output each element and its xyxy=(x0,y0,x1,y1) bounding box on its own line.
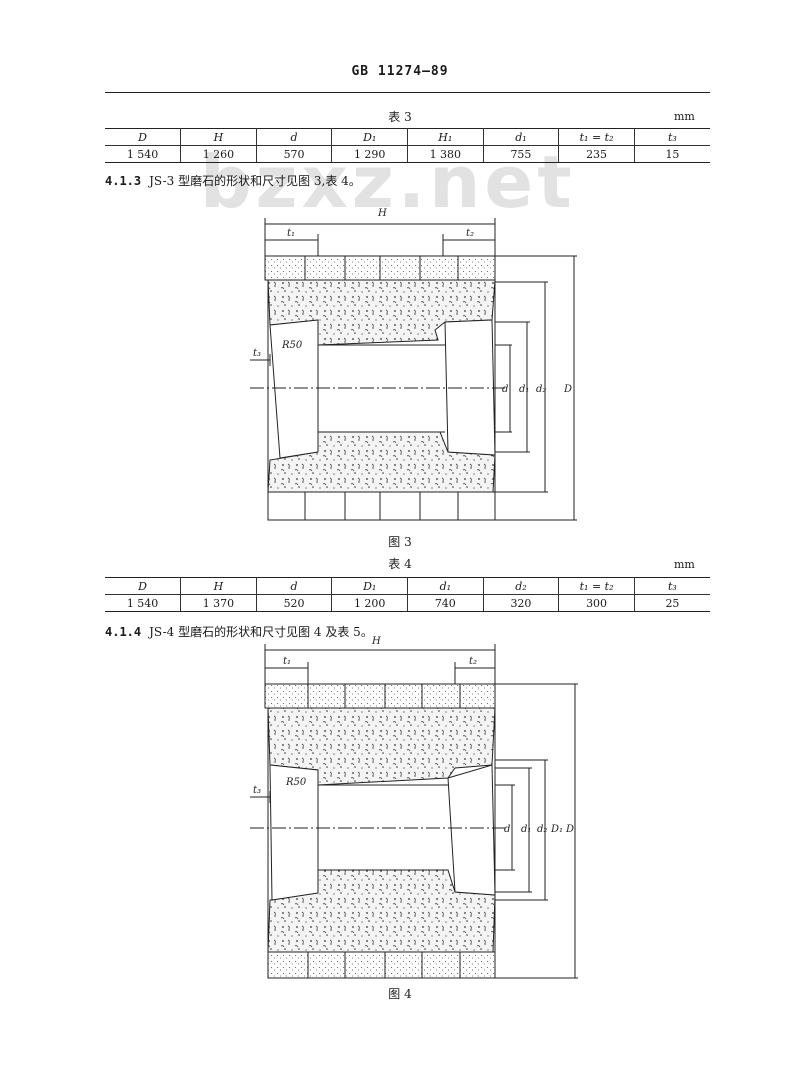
table4-header-cell: H xyxy=(180,577,257,595)
figure4-drawing xyxy=(250,644,578,979)
fig3-label-t3: t₃ xyxy=(253,348,261,359)
fig4-label-d1: d₁ xyxy=(521,824,531,835)
table3-header-cell: t₃ xyxy=(633,128,710,146)
table3: D H d D₁ H₁ d₁ t₁ = t₂ t₃ 1 540 1 260 57… xyxy=(105,128,710,163)
figure4-caption: 图 4 xyxy=(388,987,412,1001)
table4-caption: 表 4 xyxy=(388,557,412,571)
fig4-label-d: d xyxy=(504,824,510,835)
table3-value-cell: 1 260 xyxy=(180,145,257,163)
table3-value-row: 1 540 1 260 570 1 290 1 380 755 235 15 xyxy=(105,145,710,163)
clause-text: JS-3 型磨石的形状和尺寸见图 3,表 4。 xyxy=(149,174,361,188)
table3-header-cell: d xyxy=(255,128,333,146)
table4-value-cell: 25 xyxy=(633,594,710,612)
table3-value-cell: 755 xyxy=(482,145,560,163)
table3-value-cell: 15 xyxy=(633,145,710,163)
figure3-drawing xyxy=(250,218,577,521)
fig4-label-D: D xyxy=(565,824,574,835)
table3-value-cell: 1 540 xyxy=(105,145,182,163)
table4-value-cell: 1 370 xyxy=(180,594,257,612)
figure3-caption: 图 3 xyxy=(388,535,412,549)
clause-4-1-3: 4.1.3 JS-3 型磨石的形状和尺寸见图 3,表 4。 xyxy=(105,172,361,189)
clause-number: 4.1.3 xyxy=(105,174,142,188)
table3-value-cell: 570 xyxy=(255,145,333,163)
fig4-label-H: H xyxy=(371,636,381,647)
clause-text: JS-4 型磨石的形状和尺寸见图 4 及表 5。 xyxy=(149,625,373,639)
table4-value-row: 1 540 1 370 520 1 200 740 320 300 25 xyxy=(105,594,710,612)
table3-header-cell: H₁ xyxy=(407,128,484,146)
fig3-label-t1: t₁ xyxy=(287,228,295,239)
fig4-label-d2: d₂ xyxy=(537,824,547,835)
fig4-label-r50: R50 xyxy=(285,777,307,788)
table4-header-cell: d₁ xyxy=(407,577,484,595)
fig3-label-d2: d₂ xyxy=(536,384,546,395)
table3-header-cell: t₁ = t₂ xyxy=(558,128,635,146)
table3-header-cell: D₁ xyxy=(331,128,408,146)
fig4-label-D1: D₁ xyxy=(550,824,563,835)
table4-header-cell: d xyxy=(255,577,333,595)
fig4-label-t1: t₁ xyxy=(283,656,291,667)
table3-value-cell: 1 380 xyxy=(407,145,484,163)
fig3-label-d: d xyxy=(502,384,508,395)
fig4-label-t2: t₂ xyxy=(469,656,477,667)
table3-header-cell: H xyxy=(180,128,257,146)
clause-4-1-4: 4.1.4 JS-4 型磨石的形状和尺寸见图 4 及表 5。 xyxy=(105,623,373,640)
table4-value-cell: 1 200 xyxy=(331,594,408,612)
header-rule xyxy=(105,92,710,93)
table3-header-row: D H d D₁ H₁ d₁ t₁ = t₂ t₃ xyxy=(105,128,710,146)
table4-header-cell: d₂ xyxy=(482,577,560,595)
table4-value-cell: 740 xyxy=(407,594,484,612)
table4: D H d D₁ d₁ d₂ t₁ = t₂ t₃ 1 540 1 370 52… xyxy=(105,577,710,612)
fig4-label-t3: t₃ xyxy=(253,785,261,796)
standard-number: GB 11274—89 xyxy=(351,64,449,79)
table3-unit: mm xyxy=(674,110,695,123)
fig3-label-t2: t₂ xyxy=(466,228,474,239)
table4-header-cell: t₃ xyxy=(633,577,710,595)
fig3-label-r50: R50 xyxy=(281,340,303,351)
table4-value-cell: 300 xyxy=(558,594,635,612)
table3-value-cell: 1 290 xyxy=(331,145,408,163)
clause-number: 4.1.4 xyxy=(105,625,142,639)
fig3-label-D: D xyxy=(563,384,572,395)
fig3-label-H: H xyxy=(377,208,387,219)
fig3-label-d1: d₁ xyxy=(519,384,529,395)
table4-header-cell: D₁ xyxy=(331,577,408,595)
table4-header-row: D H d D₁ d₁ d₂ t₁ = t₂ t₃ xyxy=(105,577,710,595)
table3-header-cell: d₁ xyxy=(482,128,560,146)
table4-header-cell: t₁ = t₂ xyxy=(558,577,635,595)
table4-value-cell: 1 540 xyxy=(105,594,182,612)
table3-caption: 表 3 xyxy=(388,110,412,124)
table4-unit: mm xyxy=(674,558,695,571)
table4-value-cell: 520 xyxy=(255,594,333,612)
